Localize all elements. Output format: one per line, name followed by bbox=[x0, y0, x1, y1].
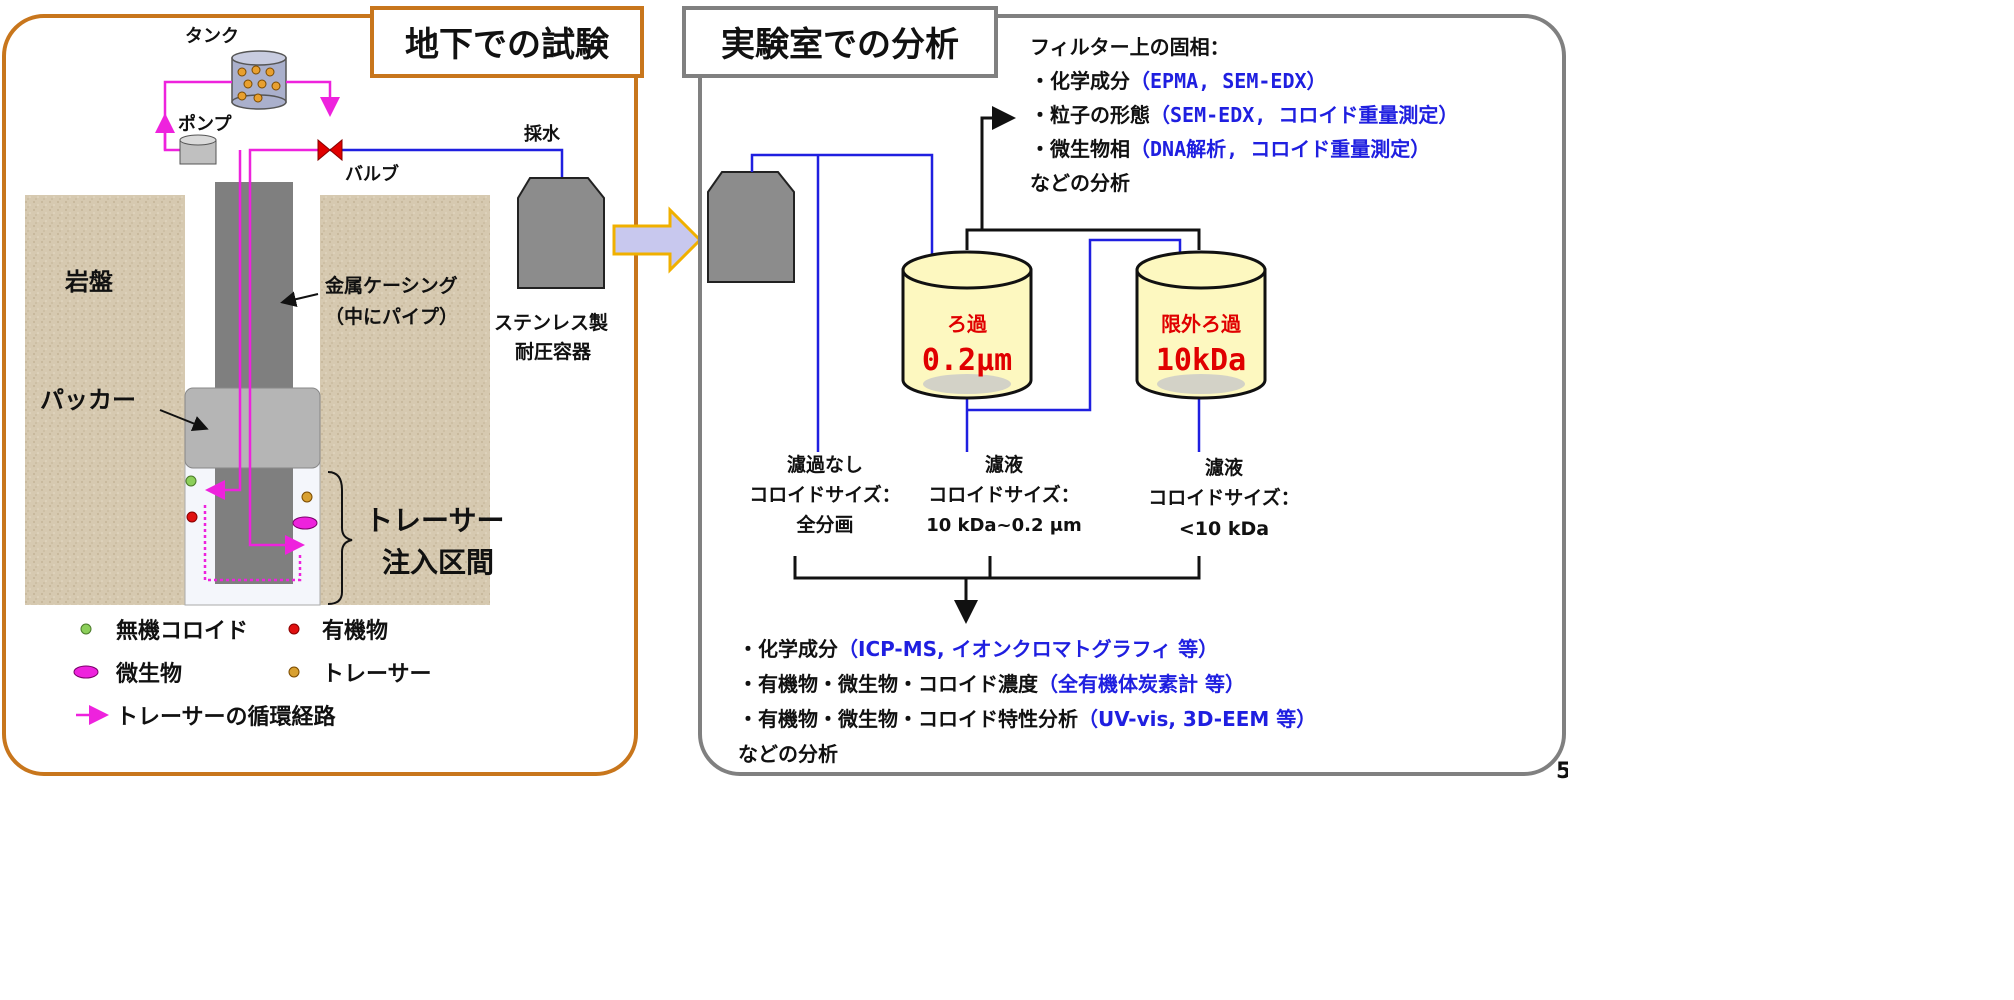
right-title-box bbox=[682, 6, 998, 78]
tank-label: タンク bbox=[185, 26, 239, 47]
solid-item-3-methods: （DNA解析, コロイド重量測定） bbox=[1130, 137, 1430, 161]
solid-item-2-methods: （SEM-EDX, コロイド重量測定） bbox=[1150, 103, 1458, 127]
liquid-item-1: ・化学成分（ICP-MS, イオンクロマトグラフィ 等） bbox=[738, 637, 1218, 661]
organic-particle bbox=[186, 511, 198, 523]
vessel-label: ステンレス製 bbox=[494, 312, 608, 334]
lab-vessel bbox=[707, 171, 795, 283]
solid-arrow bbox=[980, 106, 1016, 230]
filter1-name: ろ過 bbox=[947, 312, 988, 336]
valve bbox=[317, 138, 343, 162]
liquid-item-3-methods: （UV-vis, 3D-EEM 等） bbox=[1078, 707, 1316, 731]
left-panel: 地下での試験 岩盤 パッカー 金属ケーシング （中にパイプ） bbox=[2, 6, 644, 776]
legend-inorganic-colloid: 無機コロイド bbox=[116, 618, 248, 644]
legend: 無機コロイド 有機物 微生物 トレーサー トレーサーの循環経路 bbox=[73, 618, 432, 730]
right-title: 実験室での分析 bbox=[721, 25, 959, 65]
solid-phase-header: フィルター上の固相： bbox=[1030, 35, 1230, 59]
transfer-arrow bbox=[612, 206, 703, 274]
pump-label: ポンプ bbox=[178, 113, 232, 135]
sampling-line bbox=[330, 148, 564, 178]
left-title: 地下での試験 bbox=[405, 25, 610, 65]
col2-line2: コロイドサイズ： bbox=[928, 483, 1079, 506]
rock-left bbox=[25, 195, 185, 605]
rock-right bbox=[320, 195, 490, 605]
col3-line2: コロイドサイズ： bbox=[1148, 486, 1299, 509]
solid-item-3-prefix: ・微生物相 bbox=[1030, 137, 1130, 161]
tracer-particle bbox=[301, 491, 313, 503]
liquid-item-1-prefix: ・化学成分 bbox=[738, 637, 838, 661]
packer bbox=[184, 387, 321, 469]
solid-item-3: ・微生物相（DNA解析, コロイド重量測定） bbox=[1030, 137, 1430, 161]
solid-item-2-prefix: ・粒子の形態 bbox=[1030, 103, 1150, 127]
metal-casing bbox=[215, 182, 293, 584]
legend-microbe: 微生物 bbox=[115, 661, 182, 687]
legend-microbe-marker bbox=[73, 665, 99, 679]
liquid-footer: などの分析 bbox=[738, 742, 838, 766]
casing-label-2: （中にパイプ） bbox=[325, 305, 458, 328]
bottom-bracket bbox=[793, 556, 1201, 580]
col3-line1: 濾液 bbox=[1205, 456, 1244, 479]
liquid-item-2-methods: （全有機体炭素計 等） bbox=[1038, 672, 1245, 696]
legend-organic-marker bbox=[288, 623, 300, 635]
right-panel-frame bbox=[698, 14, 1566, 776]
microbe-particle bbox=[292, 516, 318, 530]
solid-item-2: ・粒子の形態（SEM-EDX, コロイド重量測定） bbox=[1030, 103, 1458, 127]
page-number: 5 bbox=[1556, 759, 1568, 781]
packer-label: パッカー bbox=[40, 386, 136, 414]
left-title-box bbox=[370, 6, 644, 78]
legend-organic: 有機物 bbox=[322, 618, 388, 644]
section-label: トレーサー bbox=[365, 504, 504, 537]
liquid-item-3: ・有機物・微生物・コロイド特性分析（UV-vis, 3D-EEM 等） bbox=[738, 707, 1316, 731]
filter-10kda: 限外ろ過 10kDa bbox=[1135, 250, 1267, 400]
filter2-name: 限外ろ過 bbox=[1161, 312, 1242, 336]
section-label-2: 注入区間 bbox=[382, 546, 494, 579]
legend-inorganic-marker bbox=[80, 623, 92, 635]
filter-top-connector bbox=[965, 228, 1201, 250]
col2-line1: 濾液 bbox=[985, 453, 1024, 476]
liquid-item-2: ・有機物・微生物・コロイド濃度（全有機体炭素計 等） bbox=[738, 672, 1245, 696]
valve-label: バルブ bbox=[345, 163, 399, 185]
filter1-size: 0.2μm bbox=[922, 343, 1012, 378]
filter2-size: 10kDa bbox=[1156, 343, 1246, 378]
tracer-circulation bbox=[155, 80, 340, 582]
liquid-item-3-prefix: ・有機物・微生物・コロイド特性分析 bbox=[738, 707, 1078, 731]
legend-tracer-path: トレーサーの循環経路 bbox=[116, 704, 337, 730]
inorganic-colloid-particle bbox=[185, 475, 197, 487]
liquid-item-1-methods: （ICP-MS, イオンクロマトグラフィ 等） bbox=[838, 637, 1218, 661]
legend-tracer: トレーサー bbox=[322, 662, 432, 687]
pump bbox=[179, 134, 217, 165]
solid-footer: などの分析 bbox=[1030, 171, 1130, 195]
rock-label: 岩盤 bbox=[64, 268, 114, 296]
sampling-label: 採水 bbox=[524, 123, 561, 145]
casing-label: 金属ケーシング bbox=[324, 274, 458, 297]
col1-line2: コロイドサイズ： bbox=[749, 483, 900, 506]
liquid-item-2-prefix: ・有機物・微生物・コロイド濃度 bbox=[738, 672, 1039, 696]
solid-item-1-methods: （EPMA, SEM-EDX） bbox=[1130, 69, 1327, 93]
col2-line3: 10 kDa~0.2 μm bbox=[926, 515, 1082, 536]
col1-line1: 濾過なし bbox=[787, 453, 863, 476]
tank bbox=[231, 50, 287, 110]
vessel-label-2: 耐圧容器 bbox=[515, 340, 592, 363]
stainless-vessel bbox=[517, 177, 605, 289]
solid-item-1-prefix: ・化学成分 bbox=[1030, 69, 1130, 93]
solid-item-1: ・化学成分（EPMA, SEM-EDX） bbox=[1030, 69, 1327, 93]
lab-tubing bbox=[750, 153, 1201, 452]
section-brace bbox=[327, 471, 353, 605]
right-panel: 実験室での分析 フィルター上の固相： ・化学成分（EPMA, SEM-EDX） … bbox=[682, 6, 1566, 776]
filter-0-2um: ろ過 0.2μm bbox=[901, 250, 1033, 400]
col3-line3: <10 kDa bbox=[1179, 518, 1269, 540]
legend-tracer-marker bbox=[288, 666, 300, 678]
col1-line3: 全分画 bbox=[795, 513, 853, 536]
